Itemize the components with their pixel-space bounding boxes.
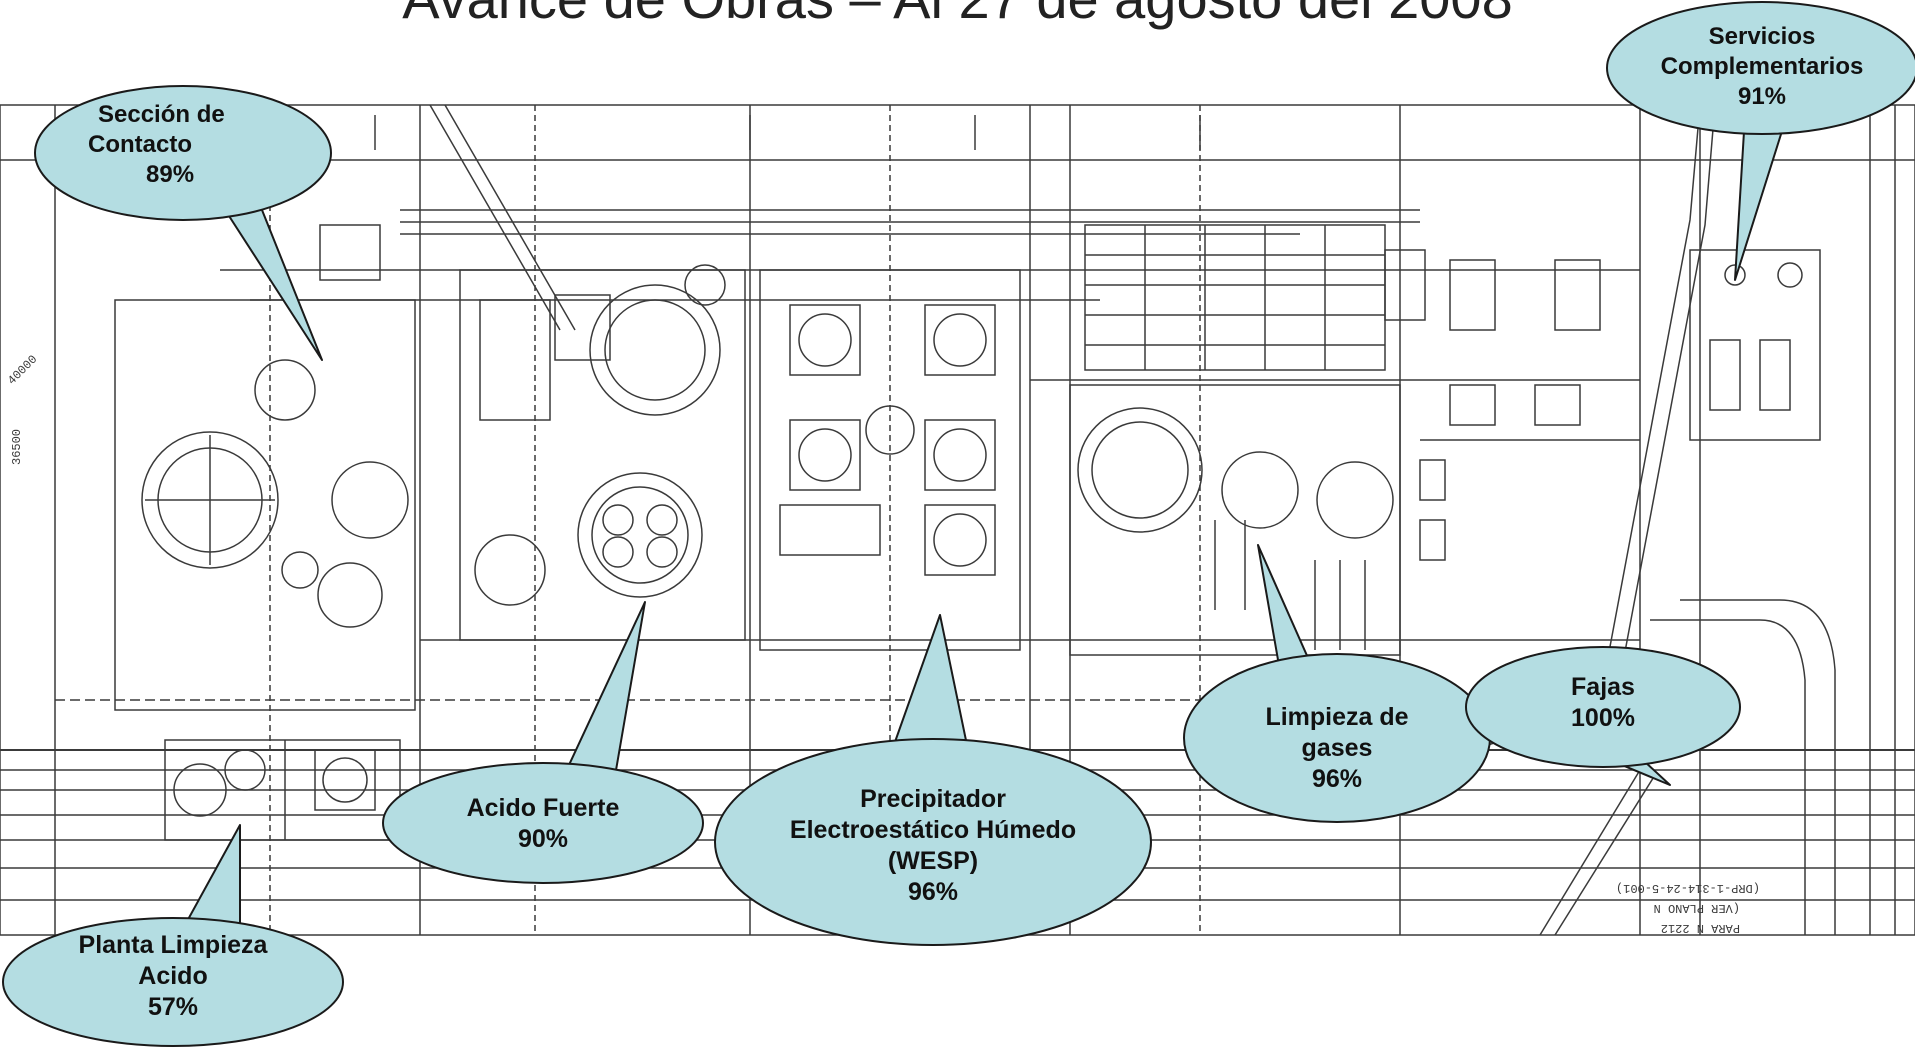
callout-line: Acido	[138, 962, 208, 990]
callout-line: Fajas	[1571, 673, 1635, 701]
callout-percent: 96%	[907, 878, 959, 906]
callout-label-acido-fuerte: Acido Fuerte 90%	[413, 793, 673, 855]
callout-label-fajas: Fajas 100%	[1503, 672, 1703, 734]
callout-line: Electroestático Húmedo	[789, 816, 1077, 844]
callout-percent: 91%	[1737, 82, 1787, 110]
callout-line: Servicios	[1708, 23, 1816, 50]
callout-acido-fuerte	[382, 601, 704, 884]
callout-planta-limpieza-acido	[2, 824, 344, 1047]
callout-precipitador	[714, 614, 1152, 946]
callout-servicios-complementarios	[1606, 1, 1915, 281]
callout-percent: 90%	[517, 825, 569, 853]
dimension-label: 40000	[5, 352, 40, 387]
callout-line: gases	[1301, 734, 1373, 762]
callout-label-planta-limpieza-acido: Planta Limpieza Acido 57%	[33, 930, 313, 1023]
drawing-note: PARA N 2212	[1661, 921, 1740, 935]
callout-percent: 89%	[146, 160, 195, 188]
callout-label-servicios-complementarios: Servicios Complementarios 91%	[1617, 22, 1907, 111]
drawing-note: (DRP-1-314-24-5-001)	[1616, 881, 1760, 895]
callout-line: Precipitador	[860, 785, 1006, 813]
callout-percent: 57%	[147, 993, 199, 1021]
drawing-note: (VER PLANO N	[1654, 901, 1740, 915]
callout-percent: 96%	[1311, 765, 1363, 793]
callout-seccion-contacto	[34, 85, 332, 361]
callout-line: Contacto	[88, 130, 192, 158]
callout-label-precipitador: Precipitador Electroestático Húmedo (WES…	[723, 784, 1143, 908]
callout-line: Limpieza de	[1265, 703, 1409, 731]
callout-line: Planta Limpieza	[78, 931, 268, 959]
callout-percent: 100%	[1571, 704, 1635, 732]
callout-fajas	[1465, 646, 1741, 786]
callout-label-limpieza-gases: Limpieza de gases 96%	[1227, 702, 1447, 795]
callout-line: (WESP)	[887, 847, 979, 875]
callout-line: Sección de	[98, 101, 225, 128]
dimension-label: 36500	[10, 429, 24, 465]
callout-line: Acido Fuerte	[466, 794, 620, 822]
page-title: Avance de Obras – Al 27 de agosto del 20…	[0, 0, 1915, 31]
callout-line: Complementarios	[1660, 52, 1864, 80]
callout-label-seccion-contacto: Sección de Contacto 89%	[88, 100, 278, 189]
